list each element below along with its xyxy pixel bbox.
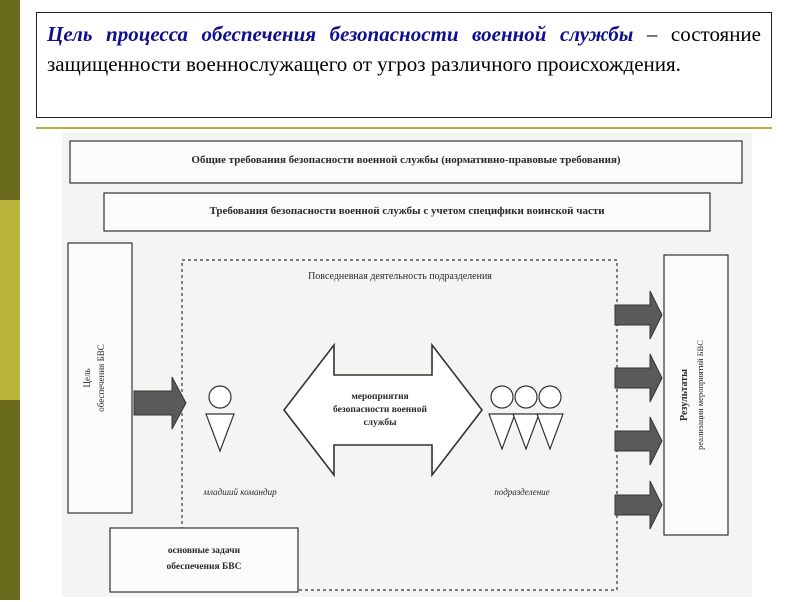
- results-box: [663, 254, 729, 536]
- tasks-box: [109, 527, 299, 593]
- measures-line1: мероприятия: [351, 392, 408, 402]
- sidebar-block-dark: [0, 0, 20, 200]
- title-underline: [36, 127, 772, 129]
- unit-requirements-box: [103, 192, 711, 232]
- unit-member-1-head-icon: [490, 385, 514, 409]
- goal-arrow: [133, 376, 187, 430]
- result-arrow-1: [614, 290, 663, 340]
- diagram-panel: Общие требования безопасности военной сл…: [62, 133, 752, 597]
- sidebar-block-dark-bottom: [0, 400, 20, 600]
- measures-double-arrow: [282, 342, 484, 478]
- measures-line2: безопасности военной: [333, 404, 427, 415]
- process-diagram: Общие требования безопасности военной сл…: [67, 140, 743, 593]
- results-line2: реализации мероприятий БВС: [695, 340, 705, 450]
- result-arrow-4: [614, 480, 663, 530]
- unit-member-1-body-icon: [488, 413, 516, 451]
- definition-text: – состояние защищенности военнослужащего…: [47, 22, 761, 76]
- definition-term: Цель процесса обеспечения безопасности в…: [47, 22, 634, 46]
- unit-member-2-body-icon: [512, 413, 540, 451]
- measures-line3: службы: [363, 417, 397, 428]
- result-arrow-2: [614, 353, 663, 403]
- daily-activity-frame: [181, 259, 618, 591]
- goal-box: [67, 242, 133, 514]
- unit-label: подразделение: [494, 487, 549, 497]
- goal-line1: Цель: [82, 368, 92, 387]
- unit-requirements-label: Требования безопасности военной службы с…: [209, 205, 605, 217]
- goal-line2: обеспечения БВС: [96, 344, 106, 411]
- tasks-line2: обеспечения БВС: [167, 561, 242, 572]
- general-requirements-box: [69, 140, 743, 184]
- definition-box: Цель процесса обеспечения безопасности в…: [36, 12, 772, 118]
- sidebar-block-light: [0, 200, 20, 400]
- unit-member-3-body-icon: [536, 413, 564, 451]
- sidebar-accent: [0, 0, 20, 600]
- general-requirements-label: Общие требования безопасности военной сл…: [191, 154, 621, 166]
- unit-member-3-head-icon: [538, 385, 562, 409]
- unit-member-2-head-icon: [514, 385, 538, 409]
- tasks-line1: основные задачи: [168, 546, 241, 556]
- result-arrow-3: [614, 416, 663, 466]
- results-line1: Результаты: [679, 369, 690, 421]
- junior-commander-label: младший командир: [202, 487, 277, 497]
- daily-activity-label: Повседневная деятельность подразделения: [308, 271, 492, 282]
- junior-commander-head-icon: [208, 385, 232, 409]
- junior-commander-body-icon: [205, 413, 235, 453]
